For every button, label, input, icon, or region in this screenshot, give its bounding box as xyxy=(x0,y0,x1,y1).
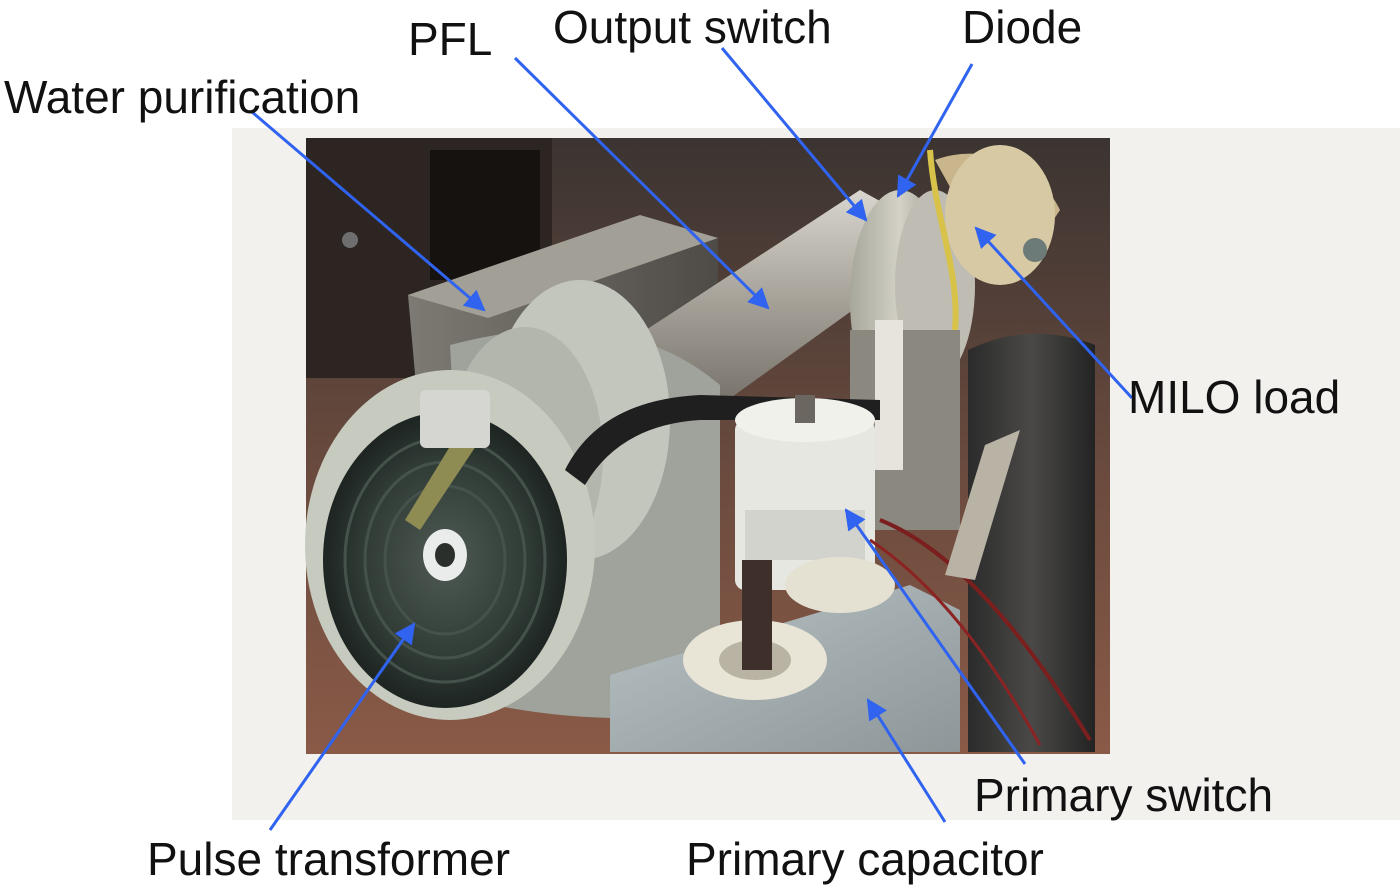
label-output-switch: Output switch xyxy=(553,1,832,53)
arrow-output-switch xyxy=(720,47,868,222)
label-water-purification: Water purification xyxy=(4,71,361,123)
arrow-primary-capacitor xyxy=(866,698,947,823)
arrow-primary-switch xyxy=(844,508,1027,765)
arrow-pfl xyxy=(513,56,770,310)
label-diode: Diode xyxy=(962,1,1083,53)
arrow-milo-load xyxy=(974,226,1134,400)
label-milo-load: MILO load xyxy=(1128,371,1341,423)
arrow-water-purification xyxy=(251,110,486,312)
arrow-pulse-transformer xyxy=(268,622,416,831)
label-pfl: PFL xyxy=(408,13,493,65)
label-pulse-transformer: Pulse transformer xyxy=(147,833,511,885)
label-primary-capacitor: Primary capacitor xyxy=(686,833,1044,885)
annotation-arrows xyxy=(251,47,1134,831)
arrow-diode xyxy=(896,63,974,198)
label-primary-switch: Primary switch xyxy=(974,769,1274,821)
